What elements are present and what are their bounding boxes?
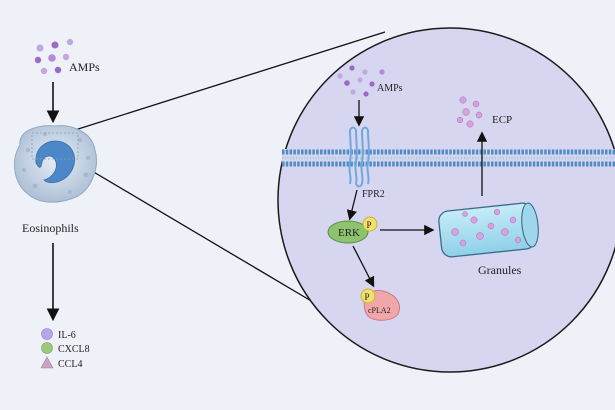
fpr2-receptor-icon [348,126,370,188]
amp-cluster-zoom [337,65,385,97]
erk-label: ERK [338,227,360,239]
ecp-label: ECP [492,114,512,126]
eosinophils-label: Eosinophils [22,221,79,235]
legend-il6-label: IL-6 [58,330,76,341]
cpla2-label: cPLA2 [368,306,391,315]
il6-marker-icon [41,328,53,340]
legend-ccl4-label: CCL4 [58,359,82,370]
ecp-cluster [456,96,483,128]
cpla2-phospho-badge [360,288,376,304]
amps-label-zoom: AMPs [377,83,403,94]
erk-phospho-label: P [367,220,372,230]
eosinophil-cell-icon [13,125,97,203]
granules-label: Granules [478,263,522,277]
amps-label-left: AMPs [69,60,100,74]
zoom-line-top [74,31,386,131]
granule-capsule-icon [438,202,539,258]
ccl4-marker-icon [40,356,54,369]
arrow-erk-to-cpla2 [352,245,375,288]
zoom-circle [277,27,615,373]
cxcl8-marker-icon [41,342,53,354]
cell-membrane [282,149,615,167]
arrow-fpr2-to-erk [346,189,358,221]
erk-phospho-badge [362,216,378,232]
cpla2-phospho-label: P [365,292,370,302]
erk-node [327,220,369,244]
legend-cxcl8-label: CXCL8 [58,344,90,355]
cytokine-legend: IL-6 CXCL8 CCL4 [40,328,90,370]
amp-cluster-left [34,38,74,75]
zoom-line-bottom [69,157,319,306]
fpr2-label: FPR2 [362,189,385,200]
